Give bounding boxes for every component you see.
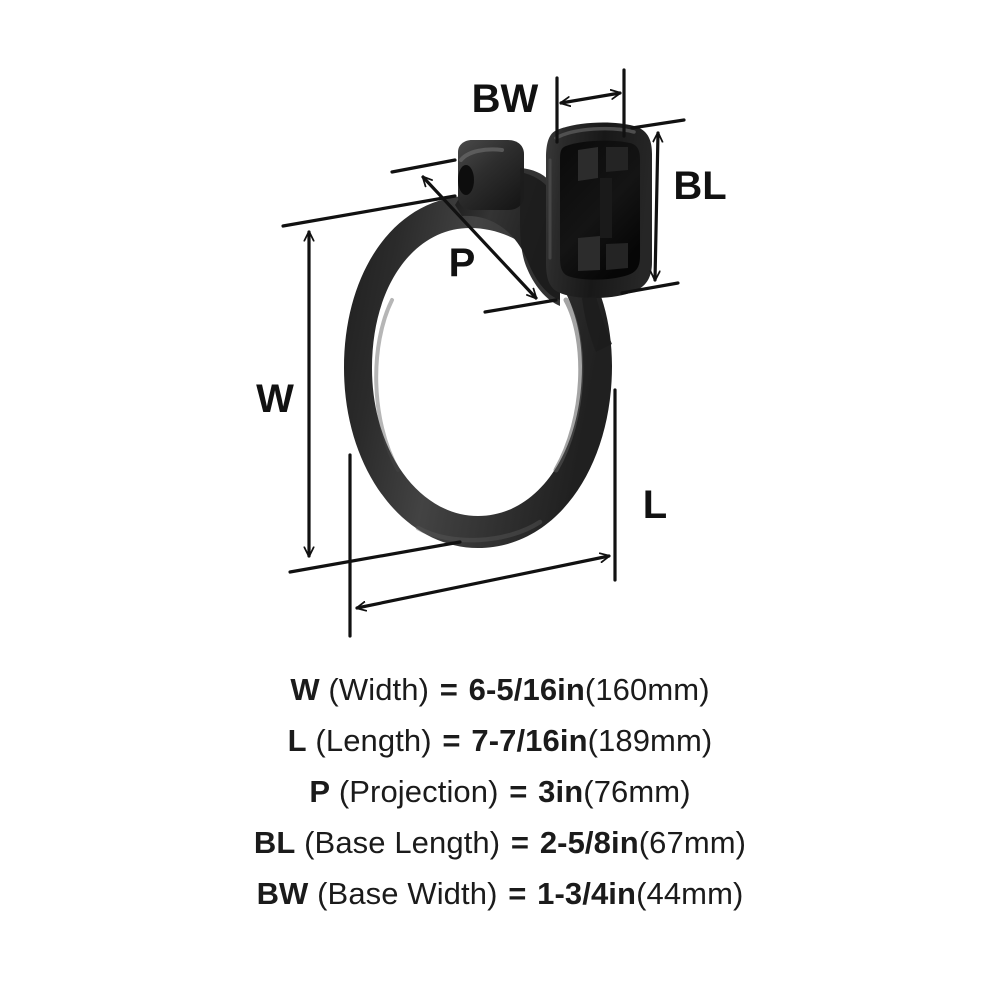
mounting-backplate (546, 122, 652, 299)
lower-post (582, 296, 612, 352)
product-illustration: BW BL P W L (0, 0, 1000, 660)
legend-imperial-w: 6-5/16in (459, 672, 585, 707)
legend-eq-bl: = (510, 825, 530, 860)
legend-metric-bw: (44mm) (636, 876, 744, 911)
legend-row-l: L (Length) = 7-7/16in(189mm) (0, 715, 1000, 766)
legend-imperial-bl: 2-5/8in (531, 825, 639, 860)
legend-metric-p: (76mm) (583, 774, 691, 809)
legend-code-l: L (287, 723, 307, 758)
ring-highlight-bottom (415, 519, 543, 543)
legend-row-bw: BW (Base Width) = 1-3/4in(44mm) (0, 868, 1000, 919)
dimension-annotations (281, 68, 686, 638)
legend-eq-p: = (509, 774, 528, 809)
legend-row-w: W (Width) = 6-5/16in(160mm) (0, 664, 1000, 715)
legend-name-bw: (Base Width) (308, 876, 507, 911)
mounting-tab-bottom-left (578, 236, 600, 271)
legend-eq-bw: = (508, 876, 527, 911)
figure-background (0, 0, 1000, 660)
dimension-label-group: BW BL P W L (256, 77, 727, 527)
legend-name-l: (Length) (306, 723, 441, 758)
bl-extension-bottom (620, 281, 680, 295)
legend-metric-bl: (67mm) (638, 825, 747, 860)
backplate-rim-highlight-top (554, 126, 636, 140)
p-extension-lower (483, 298, 558, 314)
backplate-rib (600, 178, 612, 238)
p-extension-upper (390, 158, 457, 174)
boss-bore (458, 165, 474, 195)
dim-label-l: L (643, 483, 667, 527)
l-arrow (355, 556, 611, 608)
legend-imperial-l: 7-7/16in (462, 723, 588, 758)
legend-name-bl: (Base Length) (295, 825, 509, 860)
legend-code-bw: BW (256, 876, 309, 911)
bw-arrow (559, 93, 622, 103)
legend-row-bl: BL (Base Length) = 2-5/8in(67mm) (0, 817, 1000, 868)
mounting-tab-top-left (578, 147, 598, 181)
legend-name-w: (Width) (319, 672, 438, 707)
legend-code-bl: BL (253, 825, 296, 860)
legend-name-p: (Projection) (330, 774, 508, 809)
bl-extension-top (630, 118, 686, 130)
mounting-tab-top-right (606, 147, 628, 172)
ring-highlight-left (374, 298, 400, 472)
legend-metric-w: (160mm) (584, 672, 710, 707)
ring-highlight-right (553, 297, 584, 473)
legend-metric-l: (189mm) (587, 723, 713, 758)
legend-imperial-p: 3in (529, 774, 584, 809)
legend-eq-w: = (439, 672, 458, 707)
dim-label-w: W (256, 377, 294, 421)
legend-imperial-bw: 1-3/4in (528, 876, 637, 911)
bl-arrow (655, 133, 658, 280)
dimension-legend: W (Width) = 6-5/16in(160mm) L (Length) =… (0, 664, 1000, 919)
legend-code-p: P (309, 774, 331, 809)
boss-highlight (459, 147, 504, 162)
ring-pivot-boss (458, 140, 524, 210)
dim-label-p: P (449, 241, 476, 285)
mounting-tab-bottom-right (606, 243, 628, 270)
towel-ring (344, 196, 612, 548)
dim-label-bw: BW (472, 77, 539, 121)
w-extension-top (281, 194, 457, 228)
legend-row-p: P (Projection) = 3in(76mm) (0, 766, 1000, 817)
legend-code-w: W (290, 672, 320, 707)
dim-label-bl: BL (673, 164, 726, 208)
legend-eq-l: = (442, 723, 461, 758)
